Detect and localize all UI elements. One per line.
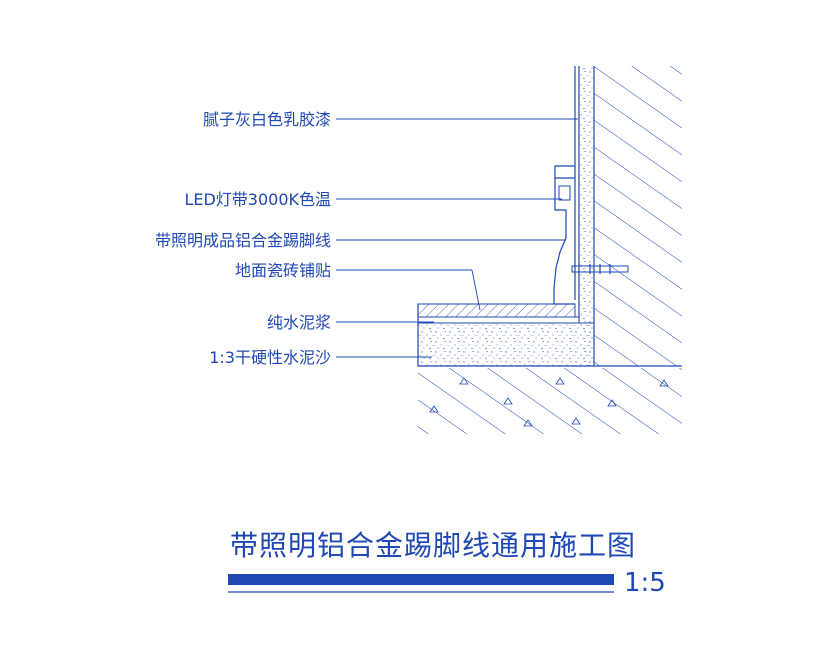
skirting-profile: [553, 165, 629, 305]
ground-aggregate-marks: [429, 377, 669, 427]
scale-text: 1:5: [624, 568, 666, 598]
label-skirting: 带照明成品铝合金踢脚线: [155, 231, 331, 250]
labels: 腻子灰白色乳胶漆 LED灯带3000K色温 带照明成品铝合金踢脚线 地面瓷砖铺贴…: [155, 110, 331, 367]
title-bar: [228, 574, 614, 585]
label-led: LED灯带3000K色温: [184, 190, 331, 209]
floor-layers: [417, 303, 682, 367]
label-slurry: 纯水泥浆: [267, 313, 331, 332]
wall-plaster-layer: [574, 66, 595, 366]
wall-hatch: [594, 66, 682, 366]
leader-lines: [336, 118, 578, 358]
ground-hatch: [418, 368, 682, 434]
label-tile: 地面瓷砖铺贴: [235, 261, 331, 280]
label-paint: 腻子灰白色乳胶漆: [203, 110, 331, 129]
title-block: 带照明铝合金踢脚线通用施工图 1:5: [228, 529, 666, 598]
label-mortar: 1:3干硬性水泥沙: [209, 348, 331, 367]
drawing-title: 带照明铝合金踢脚线通用施工图: [230, 529, 636, 562]
